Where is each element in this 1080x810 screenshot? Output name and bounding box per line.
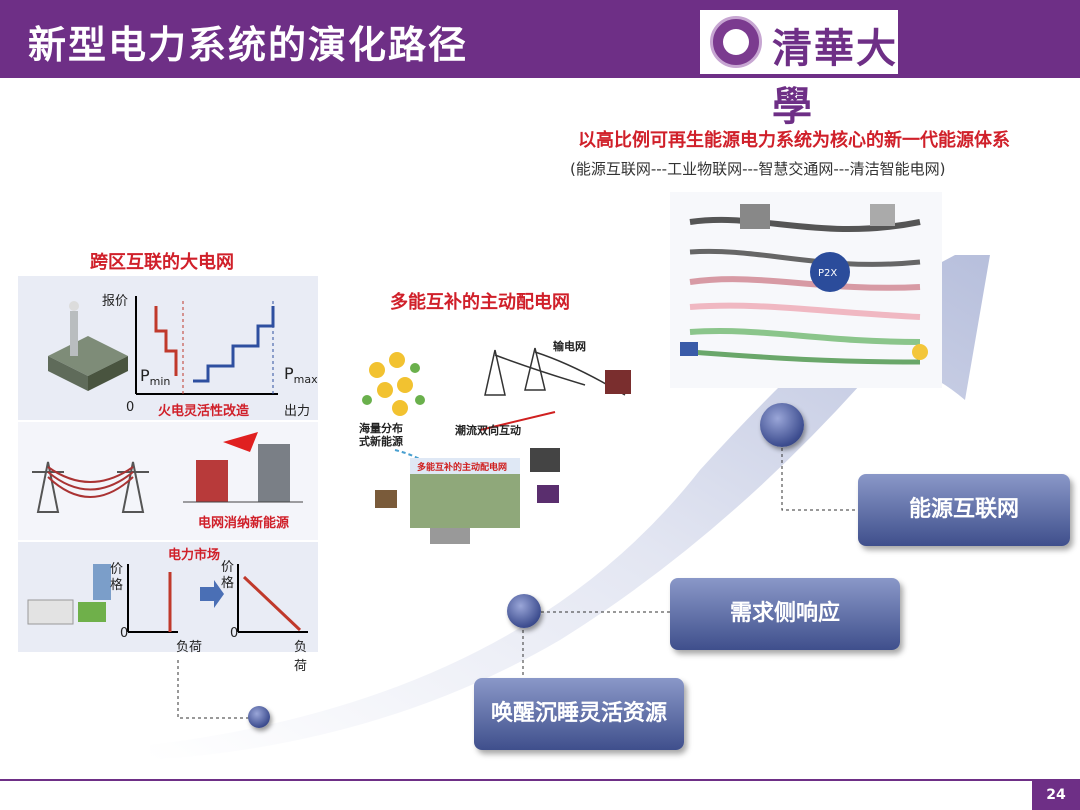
page-title: 新型电力系统的演化路径 [28,23,469,67]
title-bar [0,0,1080,78]
market-title: 电力市场 [168,548,221,563]
thermal-caption: 火电灵活性改造 [158,404,250,419]
top-section-subtitle: (能源互联网---工业物联网---智慧交通网---清洁智能电网) [570,160,946,178]
origin-label: 0 [230,626,239,641]
distribution-illustration: 输电网 潮流双向互动 海量分布式新能源 多能互补的主动配电网 [355,330,645,552]
stage-marker [507,594,541,628]
left-section-title: 跨区互联的大电网 [90,252,234,273]
price-axis-label: 价格 [221,560,235,591]
load-axis-label: 负荷 [176,640,203,655]
thermal-panel: 报价 0 Pmin Pmax 火电灵活性改造 出力 [18,276,318,420]
svg-text:P2X: P2X [818,268,837,279]
footer-line [0,779,1080,781]
transmission-label: 输电网 [553,340,586,353]
distributed-renewables-label: 海量分布式新能源 [359,422,403,448]
mid-section-title: 多能互补的主动配电网 [390,292,570,313]
price-axis-label: 价格 [110,562,124,593]
load-axis-label: 负荷 [294,640,308,674]
pmin-label: Pmin [140,366,171,389]
stage-awaken-resources: 唤醒沉睡灵活资源 [474,678,684,750]
inner-network-label: 多能互补的主动配电网 [417,463,508,473]
grid-panel: 电网消纳新能源 [18,422,318,540]
stage-energy-internet: 能源互联网 [858,474,1070,546]
output-axis-label: 出力 [284,404,311,419]
origin-label: 0 [126,400,135,415]
seal-icon [710,16,762,68]
stage-demand-response: 需求侧响应 [670,578,900,650]
energy-system-illustration: P2X [670,192,942,388]
page-number: 24 [1032,781,1080,810]
university-logo: 清華大學 [700,10,898,130]
bid-axis-label: 报价 [102,294,129,309]
logo-text: 清華大學 [772,25,898,130]
connector-line [781,430,858,511]
stage-marker [248,706,270,728]
bidirectional-flow-label: 潮流双向互动 [455,424,521,437]
stage-marker [760,403,804,447]
connector-line [177,660,258,719]
pmax-label: Pmax [284,364,318,387]
grid-caption: 电网消纳新能源 [198,516,290,531]
origin-label: 0 [120,626,129,641]
market-panel: 电力市场 价格 0 负荷 价格 0 负荷 [18,542,318,674]
top-section-title: 以高比例可再生能源电力系统为核心的新一代能源体系 [578,130,1010,151]
